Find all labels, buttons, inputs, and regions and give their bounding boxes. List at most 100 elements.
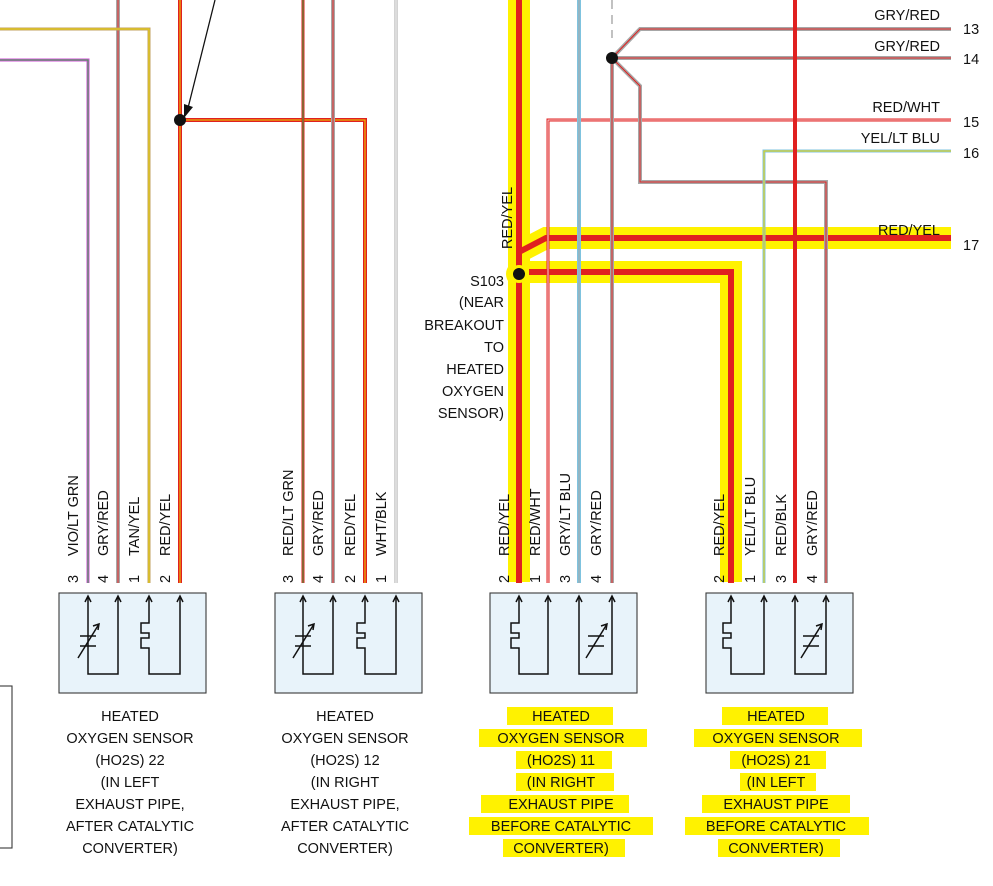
sensor-label-line: OXYGEN SENSOR <box>281 731 408 747</box>
sensor-label-line: HEATED <box>747 709 805 725</box>
pin-num-b-3: 2 <box>343 575 359 583</box>
pin-num-c-1: 2 <box>497 575 513 583</box>
pin-label-d-2: YEL/LT BLU <box>743 477 759 556</box>
pin-label-c-2: RED/WHT <box>528 488 544 556</box>
wires <box>0 0 951 583</box>
pin-label-c-1: RED/YEL <box>497 494 513 556</box>
wire-label-main-red-yel: RED/YEL <box>500 187 516 249</box>
pin-label-d-3: RED/BLK <box>774 494 790 556</box>
splice-label-line: (NEAR <box>459 295 504 311</box>
sensor-label-line: AFTER CATALYTIC <box>281 819 409 835</box>
sensor-label-ho2s-22: HEATED OXYGEN SENSOR (HO2S) 22 (IN LEFT … <box>66 709 194 857</box>
pin-label-d-4: GRY/RED <box>805 490 821 556</box>
pin-label-c-3: GRY/LT BLU <box>558 473 574 556</box>
sensor-label-line: OXYGEN SENSOR <box>66 731 193 747</box>
splice-dots <box>174 52 618 283</box>
splice-label-line: SENSOR) <box>438 406 504 422</box>
pin-label-c-4: GRY/RED <box>589 490 605 556</box>
sensor-label-line: OXYGEN SENSOR <box>712 731 839 747</box>
sensor-label-line: CONVERTER) <box>297 841 393 857</box>
sensor-label-line: BEFORE CATALYTIC <box>491 819 631 835</box>
pin-num-c-2: 1 <box>528 575 544 583</box>
wire-main-red-yel <box>516 0 951 583</box>
wire-label-16: YEL/LT BLU <box>861 131 940 147</box>
sensor-label-line: OXYGEN SENSOR <box>497 731 624 747</box>
pin-label-a-1: VIO/LT GRN <box>66 475 82 556</box>
sensor-label-highlights <box>469 707 869 857</box>
sensor-label-line: BEFORE CATALYTIC <box>706 819 846 835</box>
pin-label-a-4: RED/YEL <box>158 494 174 556</box>
pin-num-d-3: 3 <box>774 575 790 583</box>
sensor-connector-ho2s-11 <box>489 592 638 694</box>
right-edge-labels: GRY/RED 13 GRY/RED 14 RED/WHT 15 YEL/LT … <box>861 8 979 254</box>
sensor-connector-ho2s-22 <box>58 592 207 694</box>
sensor-label-line: EXHAUST PIPE <box>508 797 614 813</box>
sensor-label-line: CONVERTER) <box>728 841 824 857</box>
splice-label-line: HEATED <box>446 362 504 378</box>
sensor-label-ho2s-12: HEATED OXYGEN SENSOR (HO2S) 12 (IN RIGHT… <box>281 709 409 857</box>
pin-number-14: 14 <box>963 52 979 68</box>
pin-number-15: 15 <box>963 115 979 131</box>
sensor-label-line: HEATED <box>101 709 159 725</box>
pin-label-d-1: RED/YEL <box>712 494 728 556</box>
sensor-label-ho2s-11: HEATED OXYGEN SENSOR (HO2S) 11 (IN RIGHT… <box>491 709 631 857</box>
wire-label-14: GRY/RED <box>874 39 940 55</box>
pin-label-b-4: WHT/BLK <box>374 491 390 556</box>
sensor-label-line: (HO2S) 21 <box>741 753 810 769</box>
pin-num-a-2: 4 <box>96 575 112 583</box>
pin-label-b-2: GRY/RED <box>311 490 327 556</box>
sensor-label-line: (IN RIGHT <box>527 775 596 791</box>
wire-red-wht <box>546 118 951 583</box>
sensor-label-line: (IN RIGHT <box>311 775 380 791</box>
sensor-label-line: (HO2S) 22 <box>95 753 164 769</box>
splice-label-line: TO <box>484 340 504 356</box>
pin-num-a-1: 3 <box>66 575 82 583</box>
sensor-label-line: (HO2S) 12 <box>310 753 379 769</box>
pin-label-a-3: TAN/YEL <box>127 497 143 556</box>
pin-num-c-4: 4 <box>589 575 605 583</box>
sensor-label-line: EXHAUST PIPE, <box>290 797 399 813</box>
sensor-label-ho2s-21: HEATED OXYGEN SENSOR (HO2S) 21 (IN LEFT … <box>706 709 846 857</box>
sensor-label-line: HEATED <box>532 709 590 725</box>
splice-label-line: OXYGEN <box>442 384 504 400</box>
pin-num-b-4: 1 <box>374 575 390 583</box>
wire-yel-lt-blu <box>762 149 951 583</box>
wire-label-17: RED/YEL <box>878 223 940 239</box>
pin-num-a-3: 1 <box>127 575 143 583</box>
pin-label-a-2: GRY/RED <box>96 490 112 556</box>
sensor-label-line: (HO2S) 11 <box>527 753 595 769</box>
sensor-connector-ho2s-21 <box>705 592 854 694</box>
sensor-label-line: (IN LEFT <box>101 775 160 791</box>
pin-number-17: 17 <box>963 238 979 254</box>
pin-number-16: 16 <box>963 146 979 162</box>
pin-number-13: 13 <box>963 22 979 38</box>
wire-gry-red-hub <box>610 27 951 583</box>
sensor-label-line: AFTER CATALYTIC <box>66 819 194 835</box>
partial-left-box <box>0 685 13 849</box>
pin-labels: 3 VIO/LT GRN 4 GRY/RED 1 TAN/YEL 2 RED/Y… <box>66 470 821 583</box>
sensor-connector-ho2s-12 <box>274 592 423 694</box>
pin-num-d-1: 2 <box>712 575 728 583</box>
sensor-label-line: CONVERTER) <box>513 841 609 857</box>
pin-num-b-1: 3 <box>281 575 297 583</box>
pin-num-a-4: 2 <box>158 575 174 583</box>
splice-label-s103: S103 (NEAR BREAKOUT TO HEATED OXYGEN SEN… <box>424 274 504 422</box>
sensor-label-line: (IN LEFT <box>747 775 806 791</box>
pin-num-c-3: 3 <box>558 575 574 583</box>
sensor-label-line: EXHAUST PIPE, <box>75 797 184 813</box>
splice-dot-gry-red-hub <box>606 52 618 64</box>
splice-label-line: S103 <box>470 274 504 290</box>
sensor-label-line: CONVERTER) <box>82 841 178 857</box>
pin-label-b-3: RED/YEL <box>343 494 359 556</box>
callout-arrow <box>184 0 216 118</box>
splice-label-line: BREAKOUT <box>424 318 504 334</box>
pin-label-b-1: RED/LT GRN <box>281 470 297 556</box>
wire-label-13: GRY/RED <box>874 8 940 24</box>
wire-label-15: RED/WHT <box>872 100 940 116</box>
wire-tan-yel <box>0 27 151 583</box>
wire-branch-red-yel <box>180 118 367 583</box>
wire-vio-lt-grn <box>0 58 90 583</box>
sensor-label-line: HEATED <box>316 709 374 725</box>
